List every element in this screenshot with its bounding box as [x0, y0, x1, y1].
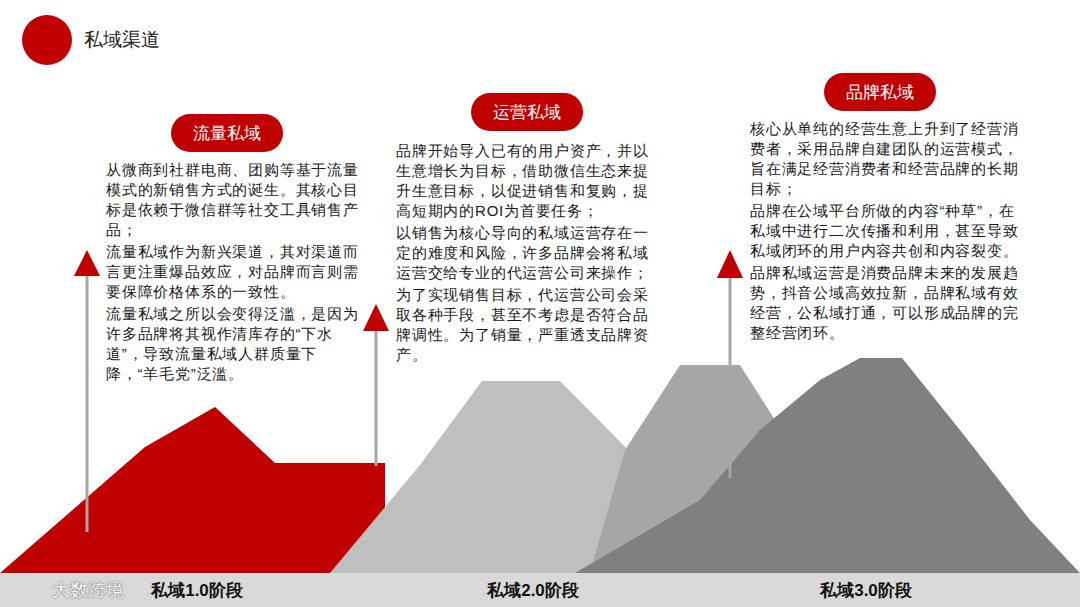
title-dot: [22, 15, 72, 65]
stage-pill: 品牌私域: [824, 73, 936, 111]
dark-mountain: [575, 358, 1080, 573]
body-paragraph: 品牌在公域平台所做的内容“种草”，在私域中进行二次传播和利用，甚至导致私域闭环的…: [750, 201, 1020, 261]
stage-label: 私域1.0阶段: [151, 579, 243, 602]
body-paragraph: 为了实现销售目标，代运营公司会采取各种手段，甚至不考虑是否符合品牌调性。为了销量…: [396, 285, 662, 365]
body-paragraph: 品牌私域运营是消费品牌未来的发展趋势，抖音公域高效拉新，品牌私域有效经营，公私域…: [750, 263, 1020, 343]
stage-heading: 品牌私域: [846, 81, 914, 104]
stage-heading: 运营私域: [493, 101, 561, 124]
body-paragraph: 从微商到社群电商、团购等基于流量模式的新销售方式的诞生。其核心目标是依赖于微信群…: [106, 160, 366, 240]
stage-pill: 运营私域: [471, 93, 583, 131]
stage-band: 私域1.0阶段 私域2.0阶段 私域3.0阶段: [0, 573, 1080, 607]
body-paragraph: 流量私域作为新兴渠道，其对渠道而言更注重爆品效应，对品牌而言则需要保障价格体系的…: [106, 242, 366, 302]
slide-title: 私域渠道: [84, 27, 160, 53]
red-mountain: [0, 407, 385, 573]
body-paragraph: 核心从单纯的经营生意上升到了经营消费者，采用品牌自建团队的运营模式，旨在满足经营…: [750, 119, 1020, 199]
stage-label: 私域3.0阶段: [820, 579, 912, 602]
watermark: 大数跨境: [52, 578, 124, 602]
stage-heading: 流量私域: [193, 122, 261, 145]
stage-label: 私域2.0阶段: [487, 579, 579, 602]
body-paragraph: 以销售为核心导向的私域运营存在一定的难度和风险，许多品牌会将私域运营交给专业的代…: [396, 223, 662, 283]
body-paragraph: 品牌开始导入已有的用户资产，并以生意增长为目标，借助微信生态来提升生意目标，以促…: [396, 141, 662, 221]
stage-pill: 流量私域: [171, 114, 283, 152]
body-paragraph: 流量私域之所以会变得泛滥，是因为许多品牌将其视作清库存的“下水道”，导致流量私域…: [106, 304, 366, 384]
